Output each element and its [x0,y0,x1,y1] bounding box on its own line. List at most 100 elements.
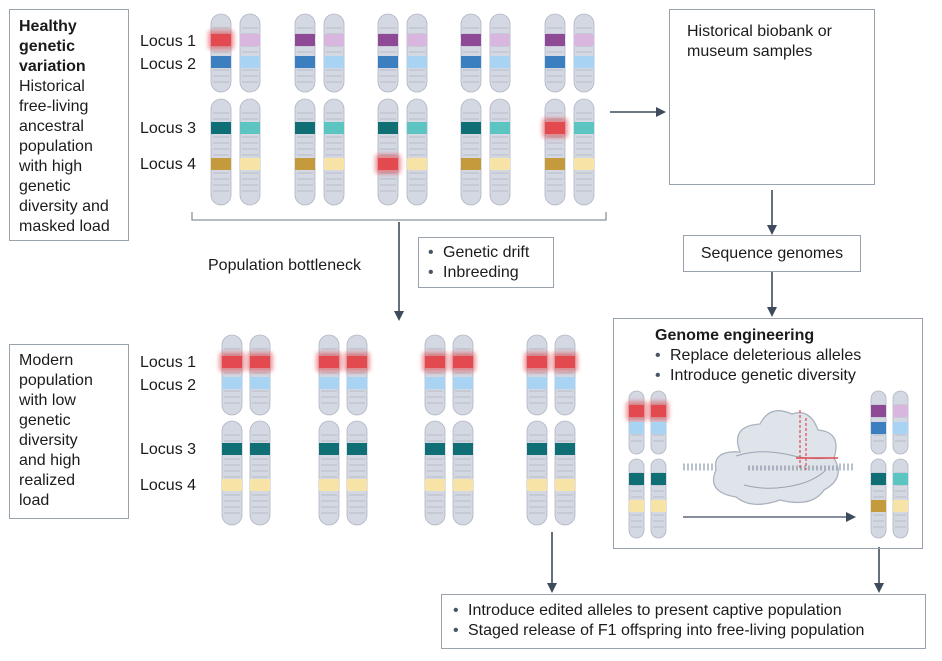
top-locus-3-label: Locus 3 [140,120,197,137]
deleterious-allele-band [453,356,473,368]
biobank-title-line: Historical biobank or [687,23,832,40]
outcome-box: Introduce edited alleles to present capt… [441,594,926,649]
allele-band [555,377,575,389]
bottleneck-factors-list: Genetic drift Inbreeding [428,243,529,283]
engineering-item: Replace deleterious alleles [655,346,861,366]
allele-band [555,479,575,491]
ancestral-chromosome-lower [294,98,316,206]
modern-chromosome-upper [344,334,370,416]
ancestral-chromosome-upper [544,13,566,93]
ancestral-chromosome-upper [406,13,428,93]
allele-band [378,56,398,68]
bottleneck-factors-box: Genetic drift Inbreeding [418,237,554,288]
modern-line: load [19,492,50,509]
post-edit-chromosome-lower [892,458,909,539]
allele-band [893,500,908,512]
ancestral-line: masked load [19,218,110,235]
biobank-title-line: museum samples [687,43,813,60]
allele-band [574,158,594,170]
allele-band [425,443,445,455]
allele-band [407,122,427,134]
modern-chromosome-lower [452,420,474,526]
allele-band [324,34,344,46]
allele-band [545,158,565,170]
allele-band [324,122,344,134]
ancestral-chromosome-lower [323,98,345,206]
allele-band [629,422,644,434]
deleterious-allele-band [527,356,547,368]
allele-band [295,56,315,68]
modern-line: genetic [19,412,71,429]
allele-band [407,158,427,170]
allele-band [222,479,242,491]
allele-band [324,158,344,170]
allele-band [378,122,398,134]
deleterious-allele-band [425,356,445,368]
ancestral-line: with high [19,158,83,175]
engineering-item: Introduce genetic diversity [655,366,861,386]
allele-band [407,34,427,46]
allele-band [461,56,481,68]
allele-band [527,479,547,491]
allele-band [425,377,445,389]
modern-chromosome-lower [221,420,243,526]
modern-chromosome-lower [554,420,576,526]
modern-line: with low [19,392,76,409]
modern-chromosome-upper [552,334,578,416]
sequence-genomes-box: Sequence genomes [683,235,861,272]
bottleneck-label: Population bottleneck [208,257,361,274]
allele-band [490,34,510,46]
factor-item: Inbreeding [428,263,529,283]
allele-band [651,422,666,434]
allele-band [545,56,565,68]
allele-band [250,479,270,491]
allele-band [222,377,242,389]
allele-band [893,473,908,485]
allele-band [319,443,339,455]
allele-band [629,500,644,512]
ancestral-chromosome-upper [294,13,316,93]
allele-band [347,479,367,491]
allele-band [347,443,367,455]
modern-chromosome-lower [424,420,446,526]
modern-chromosome-upper [316,334,342,416]
allele-band [240,158,260,170]
allele-band [453,479,473,491]
allele-band [574,122,594,134]
deleterious-allele-band [555,356,575,368]
allele-band [240,122,260,134]
modern-line: Modern [19,352,74,369]
modern-chromosome-lower [318,420,340,526]
outcome-item: Staged release of F1 offspring into free… [453,621,864,641]
allele-band [295,34,315,46]
sequence-genomes-label: Sequence genomes [700,245,844,262]
modern-population-box: Modern population with low genetic diver… [9,344,129,519]
allele-band [651,473,666,485]
allele-band [651,500,666,512]
allele-band [250,377,270,389]
allele-band [211,56,231,68]
modern-chromosome-upper [247,334,273,416]
allele-band [347,377,367,389]
deleterious-allele-band [319,356,339,368]
deleterious-allele-band [378,158,398,170]
ancestral-chromosome-lower [542,98,568,206]
modern-line: realized [19,472,76,489]
ancestral-chromosome-upper [460,13,482,93]
post-edit-chromosome-upper [870,390,887,455]
ancestral-chromosome-lower [210,98,232,206]
modern-description: Modern population with low genetic diver… [19,351,93,511]
allele-band [324,56,344,68]
post-edit-chromosome-upper [892,390,909,455]
genome-engineering-box: Genome engineering Replace deleterious a… [613,318,923,549]
allele-band [240,34,260,46]
ancestral-line: free-living [19,98,89,115]
allele-band [240,56,260,68]
ancestral-chromosome-lower [460,98,482,206]
ancestral-chromosome-upper [573,13,595,93]
allele-band [871,473,886,485]
allele-band [490,122,510,134]
allele-band [453,443,473,455]
modern-chromosome-upper [450,334,476,416]
modern-chromosome-upper [524,334,550,416]
